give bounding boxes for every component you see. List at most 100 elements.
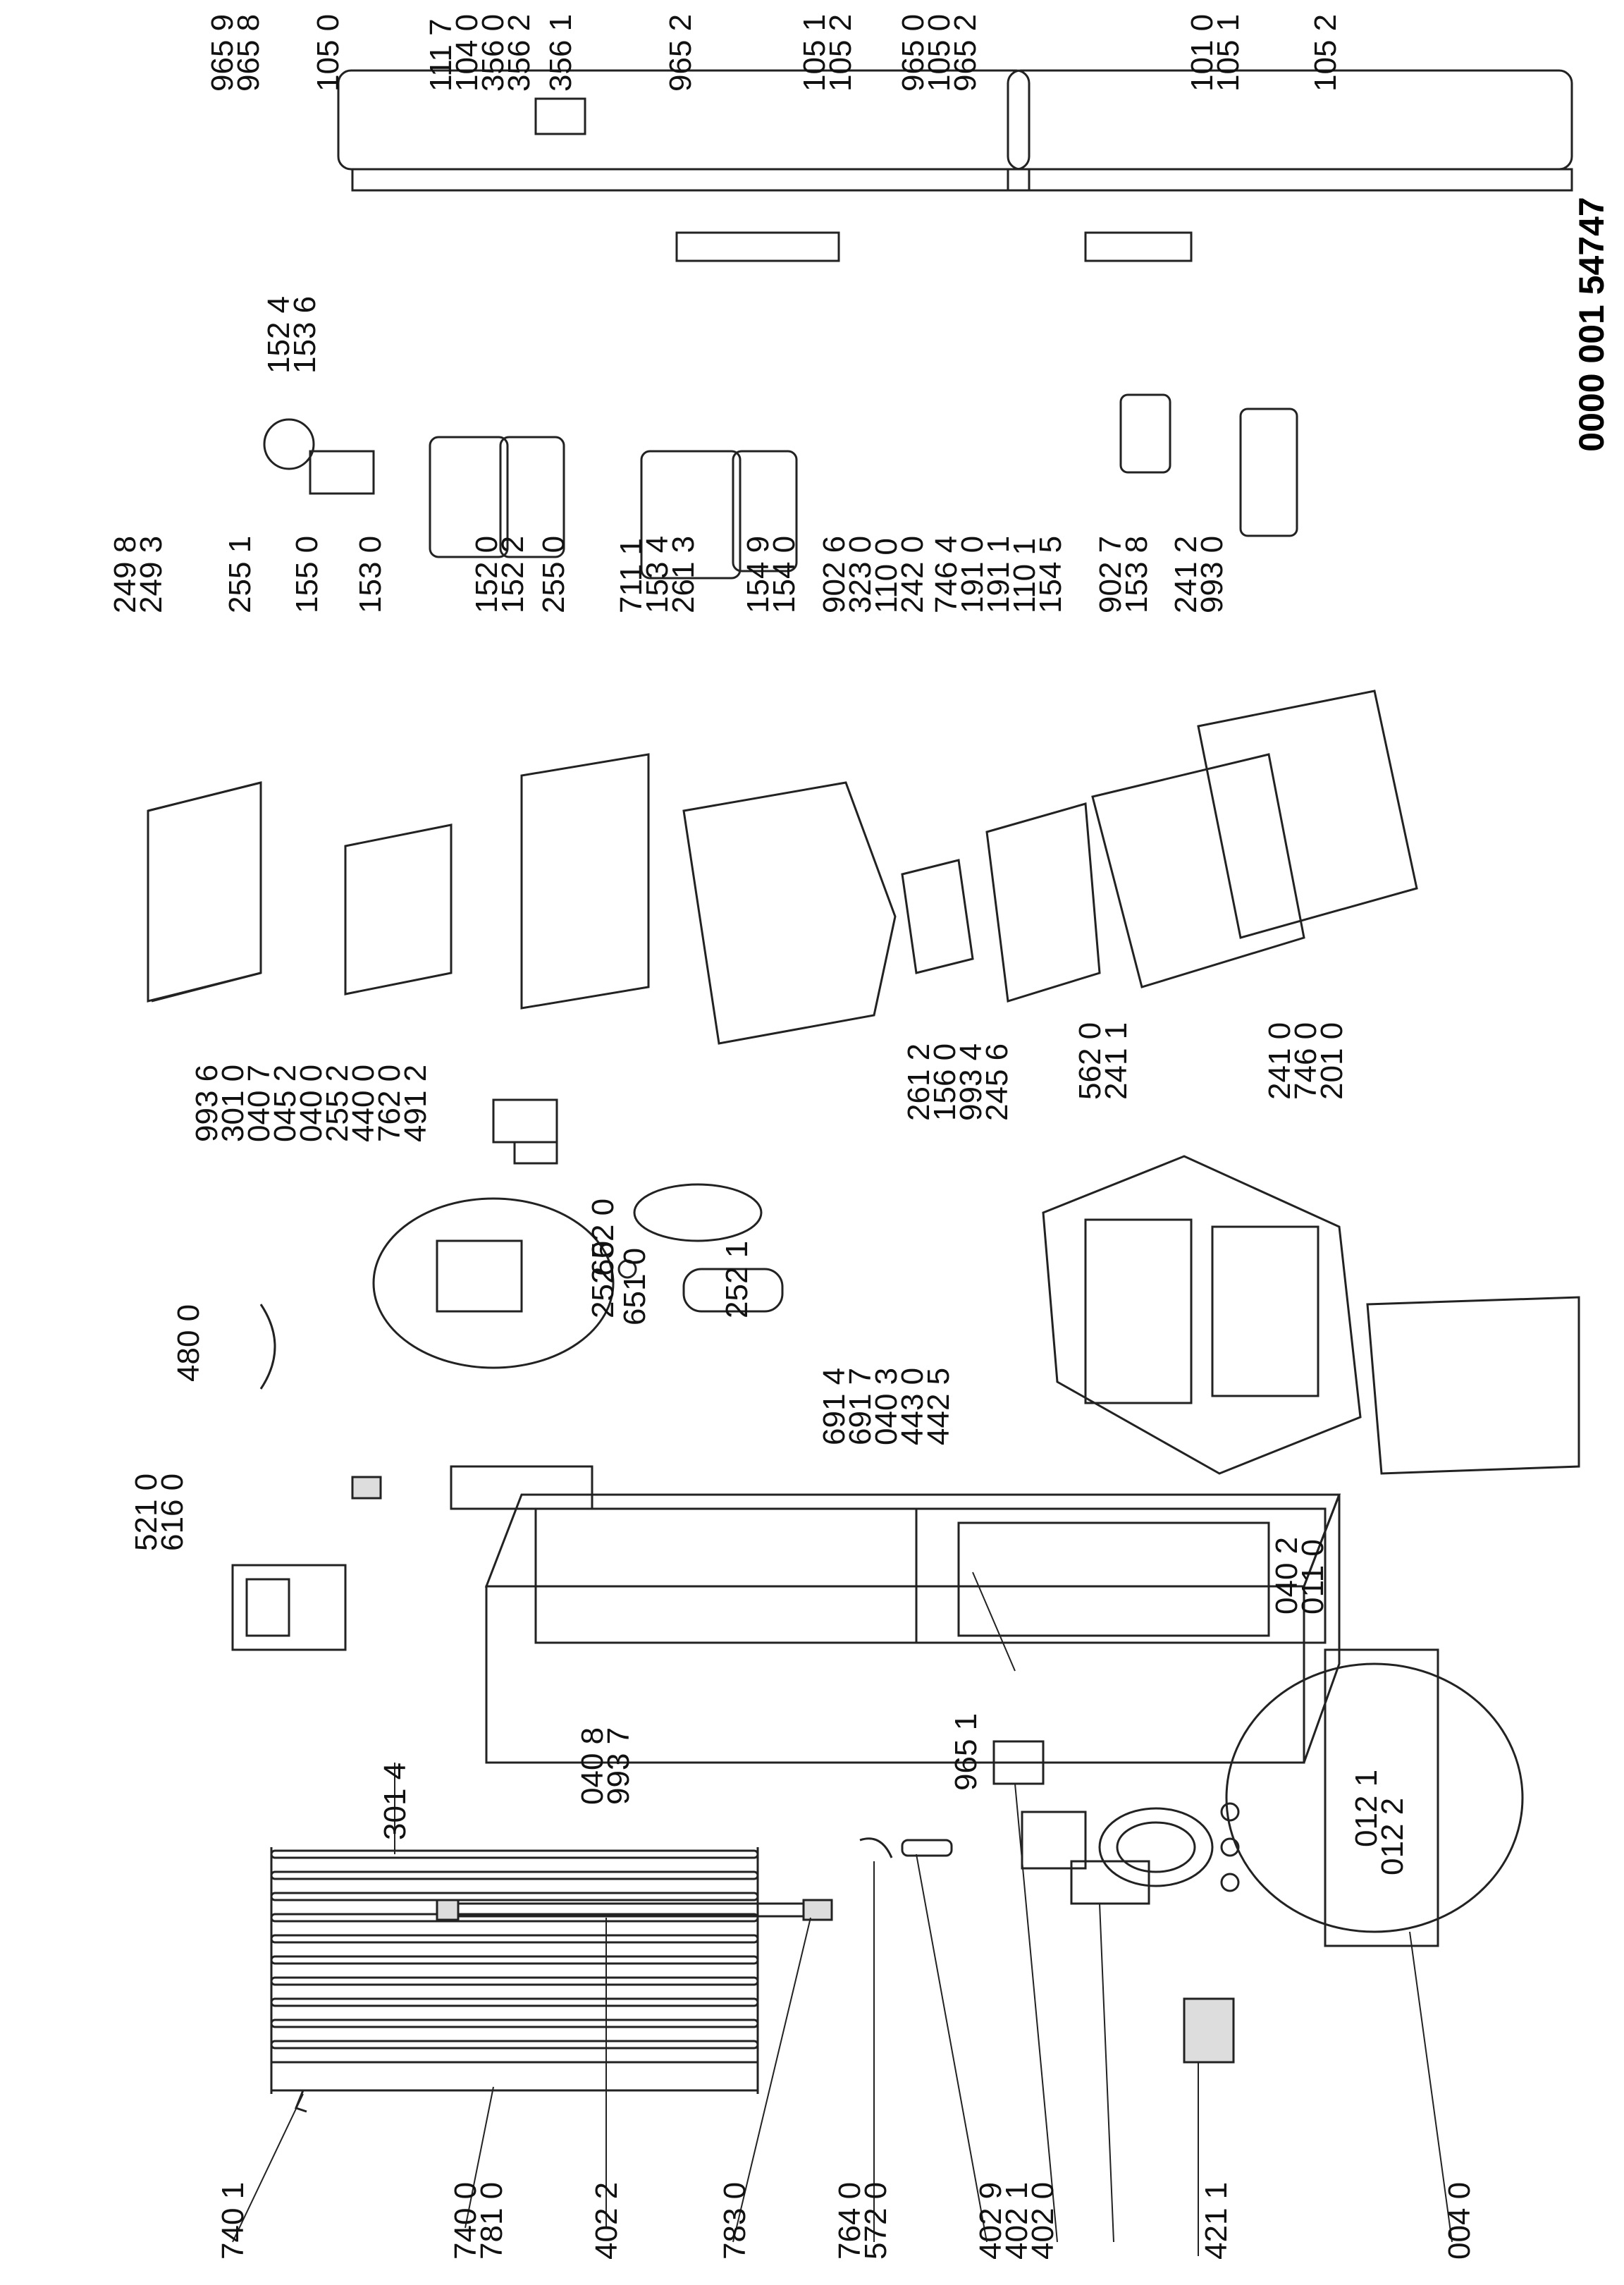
part-label: 241 2 — [1169, 536, 1203, 613]
part-label: 153 0 — [353, 536, 388, 613]
compressor — [992, 1740, 1240, 2064]
part-label: 105 1 — [797, 14, 832, 92]
part-label: 746 0 — [1288, 1022, 1323, 1100]
part-label: 902 7 — [1093, 536, 1128, 613]
part-label: 105 0 — [311, 14, 345, 92]
part-label: 004 0 — [1442, 2182, 1477, 2260]
part-label: 993 7 — [601, 1727, 636, 1805]
part-label: 040 7 — [242, 1065, 276, 1142]
part-label: 255 2 — [320, 1065, 355, 1142]
part-label: 255 0 — [536, 536, 571, 613]
part-label: 241 1 — [1099, 1022, 1133, 1100]
part-label: 241 0 — [1262, 1022, 1297, 1100]
part-label: 746 4 — [929, 536, 964, 613]
part-label: 261 2 — [902, 1043, 936, 1121]
part-label: 261 3 — [666, 536, 701, 613]
part-label: 152 0 — [469, 536, 504, 613]
part-label: 323 0 — [843, 536, 878, 613]
part-label: 965 2 — [663, 14, 698, 92]
part-label: 154 5 — [1033, 536, 1068, 613]
part-label: 040 3 — [869, 1368, 904, 1445]
part-label: 965 2 — [948, 14, 983, 92]
part-label: 402 1 — [999, 2182, 1034, 2260]
glass-shelves — [147, 753, 650, 1010]
part-label: 154 9 — [741, 536, 775, 613]
part-label: 764 0 — [832, 2182, 867, 2260]
part-label: 993 4 — [954, 1043, 988, 1121]
control-box — [231, 1304, 347, 1651]
part-label: 245 6 — [980, 1043, 1014, 1121]
part-label: 521 0 — [129, 1474, 164, 1551]
part-label: 011 0 — [1296, 1539, 1330, 1615]
part-label: 356 1 — [543, 14, 578, 92]
part-label: 249 8 — [108, 536, 142, 613]
part-label: 105 1 — [1211, 14, 1245, 92]
part-label: 153 6 — [288, 296, 322, 374]
part-label: 783 0 — [718, 2182, 752, 2260]
part-label: 965 9 — [205, 14, 240, 92]
part-label: 201 0 — [1315, 1022, 1349, 1100]
leader-lines — [232, 1572, 1453, 2256]
part-label: 252 0 — [586, 1241, 620, 1318]
part-label: 040 0 — [294, 1065, 328, 1142]
part-label: 440 0 — [346, 1065, 381, 1142]
base-plate — [1225, 1648, 1524, 1947]
part-label: 110 1 — [1007, 538, 1042, 613]
part-label: 740 1 — [216, 2182, 250, 2260]
part-label: 155 0 — [290, 536, 324, 613]
part-label: 402 2 — [589, 2182, 624, 2260]
part-label: 740 0 — [448, 2182, 483, 2260]
crisper-drawers — [682, 690, 1418, 1045]
part-label: 301 0 — [216, 1065, 250, 1142]
part-label: 040 2 — [1269, 1537, 1304, 1615]
part-label: 249 3 — [134, 536, 168, 613]
part-label: 443 0 — [895, 1368, 930, 1445]
document-number: 0000 001 54747 — [1572, 197, 1611, 451]
evaporator — [1042, 1155, 1580, 1475]
drain-tube — [436, 1837, 953, 1921]
condenser-coil — [270, 1847, 759, 2113]
part-label: 156 0 — [928, 1043, 962, 1121]
part-label: 651 0 — [617, 1248, 652, 1325]
part-label: 152 2 — [496, 536, 530, 613]
part-label: 301 4 — [378, 1763, 412, 1840]
part-label: 105 0 — [922, 14, 956, 92]
part-label: 111 7 — [424, 18, 458, 92]
part-label: 255 1 — [223, 536, 257, 613]
part-label: 965 1 — [949, 1713, 983, 1791]
part-label: 104 0 — [450, 14, 484, 92]
part-label: 652 0 — [586, 1199, 620, 1276]
part-label: 012 2 — [1375, 1798, 1410, 1875]
part-label: 402 0 — [1026, 2182, 1060, 2260]
part-label: 153 8 — [1119, 536, 1154, 613]
part-label: 101 0 — [1185, 14, 1219, 92]
part-label: 691 7 — [843, 1368, 878, 1445]
door-bins — [263, 393, 1298, 580]
part-label: 965 0 — [896, 14, 930, 92]
part-label: 442 5 — [921, 1368, 956, 1445]
part-label: 045 2 — [268, 1065, 302, 1142]
part-label: 562 0 — [1073, 1022, 1107, 1100]
cabinet-body — [351, 1465, 1341, 1764]
part-label: 993 6 — [190, 1065, 224, 1142]
part-label: 110 0 — [869, 538, 904, 613]
part-label: 242 0 — [895, 536, 930, 613]
freezer-door — [1007, 69, 1573, 262]
part-label: 902 6 — [817, 536, 851, 613]
part-label: 572 0 — [859, 2182, 893, 2260]
part-label: 480 0 — [171, 1304, 206, 1382]
part-label: 012 1 — [1349, 1770, 1384, 1847]
part-label: 691 4 — [817, 1368, 851, 1445]
part-label: 153 4 — [640, 536, 675, 613]
part-label: 191 0 — [955, 536, 990, 613]
part-label: 356 0 — [476, 14, 510, 92]
part-label: 762 0 — [372, 1065, 407, 1142]
part-label: 421 1 — [1199, 2182, 1234, 2260]
part-label: 105 2 — [1308, 14, 1343, 92]
part-label: 781 0 — [474, 2182, 509, 2260]
part-label: 152 4 — [262, 296, 296, 374]
part-label: 616 0 — [155, 1474, 190, 1551]
part-label: 402 9 — [973, 2182, 1008, 2260]
